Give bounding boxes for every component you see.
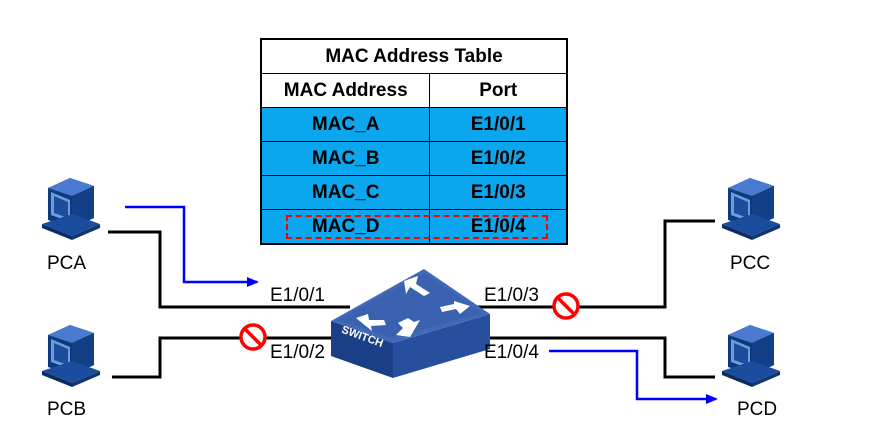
mac-cell: MAC_A [260,107,431,142]
pcc-desktop-computer-icon [722,178,780,240]
table-row: MAC_B E1/0/2 [260,141,568,176]
pca-label: PCA [47,253,87,274]
port-cell: E1/0/3 [429,175,568,210]
column-header-port: Port [429,73,568,108]
pcc-label: PCC [730,253,771,274]
network-switch-icon: SWITCH [331,269,490,378]
mac-cell: MAC_C [260,175,431,210]
pca-desktop-computer-icon [42,178,100,240]
port-label-e1-0-4: E1/0/4 [484,342,539,363]
pcb-label: PCB [47,399,87,420]
pcb-desktop-computer-icon [42,325,100,387]
mac-address-table: MAC Address Table MAC Address Port MAC_A… [260,38,568,245]
arrow-pca-to-switch [125,205,259,287]
highlight-box [286,215,548,239]
pcd-label: PCD [737,399,778,420]
port-label-e1-0-3: E1/0/3 [484,285,539,306]
table-row: MAC_A E1/0/1 [260,107,568,142]
arrow-switch-to-pcd [549,349,718,404]
link-pca [108,230,350,309]
column-header-mac: MAC Address [260,73,431,108]
port-cell: E1/0/1 [429,107,568,142]
pcd-desktop-computer-icon [722,325,780,387]
mac-cell: MAC_B [260,141,431,176]
table-row: MAC_C E1/0/3 [260,175,568,210]
port-label-e1-0-2: E1/0/2 [270,342,325,363]
port-label-e1-0-1: E1/0/1 [270,285,325,306]
no-entry-icon [552,292,580,320]
port-cell: E1/0/2 [429,141,568,176]
no-entry-icon [239,323,267,351]
link-pcd [478,336,715,379]
table-title: MAC Address Table [260,38,568,74]
